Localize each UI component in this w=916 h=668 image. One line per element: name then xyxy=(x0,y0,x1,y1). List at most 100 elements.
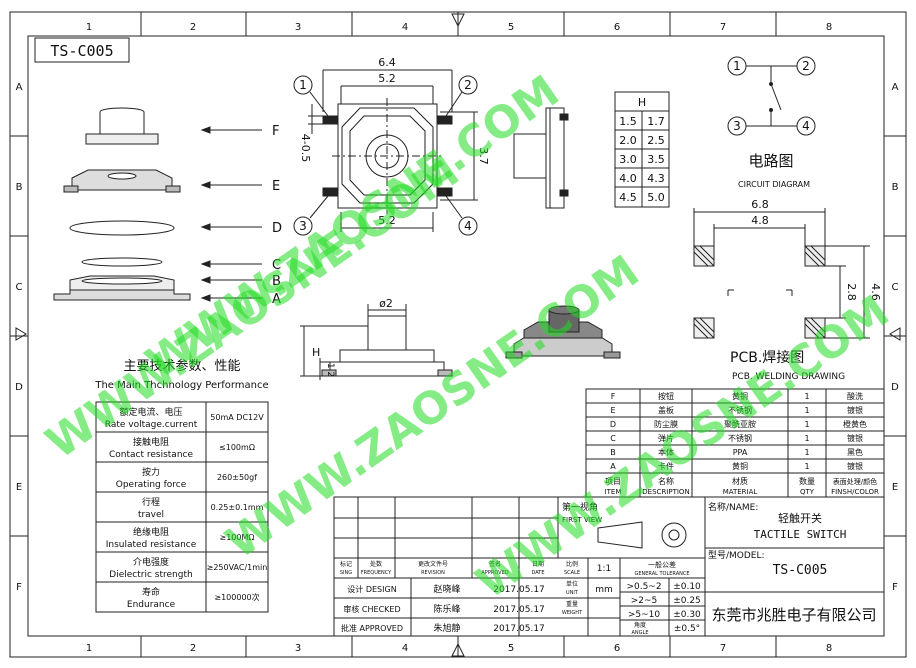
spec-label-cn: 接触电阻 xyxy=(133,436,169,448)
spec-value: ≥250VAC/1min xyxy=(207,563,268,572)
spec-value: ≥100000次 xyxy=(214,592,259,602)
bom-cell: 1 xyxy=(804,392,809,401)
bom-table xyxy=(585,388,885,498)
tol-value: ±0.10 xyxy=(673,582,701,592)
tol-value: ±0.25 xyxy=(673,596,701,606)
grid-col-label: 2 xyxy=(190,22,196,33)
h-cell: 4.3 xyxy=(647,172,665,185)
circuit-pin-1: 1 xyxy=(733,59,741,73)
callout-F: F xyxy=(272,124,279,139)
h-cell: 2.5 xyxy=(647,134,665,147)
grid-col-label: 7 xyxy=(720,643,726,654)
grid-row-label: C xyxy=(892,282,899,293)
pcb-drawing xyxy=(693,208,870,339)
weight-label-cn: 重量 xyxy=(566,600,578,608)
bom-cell: D xyxy=(610,420,616,429)
tol-range: >5~10 xyxy=(628,610,661,620)
grid-col-label: 2 xyxy=(190,643,196,654)
bom-cell: B xyxy=(610,448,616,457)
bom-cell: 镀银 xyxy=(847,433,863,443)
bom-cell: 1 xyxy=(804,420,809,429)
grid-row-label: B xyxy=(892,182,899,193)
bom-cell: 防尘膜 xyxy=(654,419,678,429)
title-block-text: 第一视角 FIRST VIEW 名称/NAME: 轻触开关 TACTILE SW… xyxy=(340,501,877,636)
grid-row-label: B xyxy=(16,182,23,193)
dim-side-height: 3.7 xyxy=(477,147,490,165)
spec-value: 0.25±0.1mm xyxy=(211,503,264,512)
bom-cell: 橙黄色 xyxy=(843,419,867,429)
bom-header: 数量 xyxy=(799,476,815,486)
specs-rows: 额定电流、电压 Rate voltage.current 50mA DC12V … xyxy=(105,406,268,610)
tol-range: >2~5 xyxy=(631,596,658,606)
bom-header: 材质 xyxy=(732,476,748,486)
signoff-role: 审核 CHECKED xyxy=(343,604,400,614)
angle-label-en: ANGLE xyxy=(632,630,649,636)
signoff-role: 批准 APPROVED xyxy=(341,623,403,633)
grid-row-label: F xyxy=(16,582,22,593)
bom-cell: 盖板 xyxy=(658,405,674,415)
rev-header: 比例 xyxy=(566,560,578,568)
bom-header: FINSH/COLOR xyxy=(831,488,879,496)
spec-label-cn: 绝缘电阻 xyxy=(133,526,169,538)
dim-top-width: 6.4 xyxy=(378,56,396,69)
rev-header: 更改文件号 xyxy=(418,560,448,568)
part-callout-labels: F E D C B A xyxy=(272,124,282,307)
signoff-role: 设计 DESIGN xyxy=(347,584,396,594)
bom-header: ITEM xyxy=(605,488,622,496)
tol-range: >0.5~2 xyxy=(626,582,661,592)
spec-label-en: Rate voltage.current xyxy=(105,420,198,430)
grid-col-label: 6 xyxy=(614,643,620,654)
bom-cell: 卡件 xyxy=(658,461,674,471)
h-cell: 3.5 xyxy=(647,153,665,166)
bom-cell: E xyxy=(610,406,615,415)
signoff-date: 2017.05.17 xyxy=(493,624,545,634)
pin-labels: 1 2 3 4 xyxy=(299,78,472,233)
angle-tol-value: ±0.5° xyxy=(674,624,700,634)
rev-header: 日期 xyxy=(532,560,544,568)
bom-cell: 黄铜 xyxy=(732,461,748,471)
specs-title-cn: 主要技术参数、性能 xyxy=(123,358,240,374)
title-block xyxy=(333,496,885,637)
spec-label-cn: 介电强度 xyxy=(133,556,169,568)
rev-header: 签名 xyxy=(489,560,501,568)
callout-A: A xyxy=(272,292,281,307)
grid-row-label: D xyxy=(15,382,23,393)
grid-col-label: 4 xyxy=(402,22,408,33)
bom-header: 名称 xyxy=(658,476,674,486)
bom-header: 项目 xyxy=(605,477,621,486)
grid-row-label: A xyxy=(16,82,23,93)
h-table-cells: H 1.5 1.7 2.0 2.5 3.0 3.5 4.0 4.3 4.5 5.… xyxy=(619,96,665,204)
first-view-cn: 第一视角 xyxy=(562,501,598,513)
callout-D: D xyxy=(272,221,282,236)
h-cell: 4.0 xyxy=(619,172,637,185)
pcb-title-cn: PCB.焊接图 xyxy=(730,349,804,366)
spec-value: ≤100mΩ xyxy=(219,443,255,452)
centering-marks xyxy=(15,12,901,657)
spec-label-en: travel xyxy=(138,510,164,520)
bom-cell: 黄铜 xyxy=(732,391,748,401)
dim-top-inner: 5.2 xyxy=(378,72,396,85)
h-cell: 2.0 xyxy=(619,134,637,147)
rev-header: 标记 xyxy=(340,560,352,568)
dim-pin-pitch: 4-0.5 xyxy=(299,134,312,162)
rev-header: SCALE xyxy=(564,570,580,576)
spec-label-en: Contact resistance xyxy=(109,450,193,460)
circuit-pins: 1 2 3 4 xyxy=(733,59,810,133)
bom-header: MATERIAL xyxy=(723,488,758,496)
bom-cell: 不锈钢 xyxy=(728,433,752,443)
signoff-name: 陈乐峰 xyxy=(433,603,460,615)
grid-col-label: 3 xyxy=(295,643,301,654)
signoff-name: 朱旭静 xyxy=(433,622,460,634)
spec-label-en: Operating force xyxy=(116,480,187,490)
spec-label-en: Insulated resistance xyxy=(106,540,197,550)
rev-header: FREQUENCY xyxy=(361,570,392,576)
dim-cap-diameter: ø2 xyxy=(379,297,393,310)
h-table xyxy=(614,91,670,208)
spec-label-cn: 行程 xyxy=(142,496,160,508)
callout-B: B xyxy=(272,274,281,289)
bom-header: 表面处理/颜色 xyxy=(833,477,877,486)
bom-rows: F 按钮 黄铜 1 酸洗 E 盖板 不锈钢 1 镀银 D 防尘膜 聚酰亚胺 1 … xyxy=(605,391,879,496)
top-view-dims: 6.4 5.2 5.2 3.7 4-0.5 xyxy=(299,56,490,227)
bom-cell: 1 xyxy=(804,406,809,415)
circuit-pin-3: 3 xyxy=(733,119,741,133)
